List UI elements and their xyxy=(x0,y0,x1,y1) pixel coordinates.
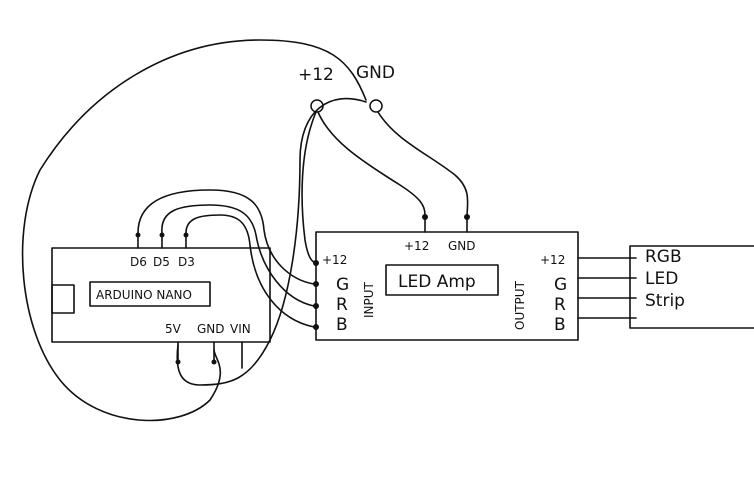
amp-output-pin-r: R xyxy=(554,295,566,315)
wire-d5-signal xyxy=(161,204,315,307)
amp-input-pin-g: G xyxy=(336,275,349,295)
wire-d3-signal xyxy=(185,214,315,328)
arduino-top-leads xyxy=(137,234,187,249)
amp-top-leads xyxy=(424,216,468,233)
power-gnd-label: GND xyxy=(356,63,395,83)
amp-output-label: OUTPUT xyxy=(513,280,527,330)
amp-input-pin-12v: +12 xyxy=(322,253,347,267)
power-gnd-terminal xyxy=(369,99,383,113)
gnd-solder-dot xyxy=(211,359,217,365)
arduino-pin-5v: 5V xyxy=(165,322,182,336)
wire-gnd-to-amp xyxy=(377,111,469,216)
arduino-pin-d5: D5 xyxy=(153,255,170,269)
input-r-solder-dot xyxy=(313,303,319,309)
strip-label-line-3: Strip xyxy=(645,291,685,311)
amp-input-pin-r: R xyxy=(336,295,348,315)
strip-label-line-2: LED xyxy=(645,269,678,289)
wire-d6-signal xyxy=(137,189,315,285)
rgb-led-strip: RGB LED Strip xyxy=(629,245,754,329)
input-g-solder-dot xyxy=(313,281,319,287)
strip-outline xyxy=(629,245,754,329)
arduino-pin-vin: VIN xyxy=(230,322,251,336)
wires xyxy=(21,39,637,422)
amp-top-pin-12v: +12 xyxy=(404,239,429,253)
strip-label-line-1: RGB xyxy=(645,247,682,267)
arduino-bottom-leads xyxy=(177,341,215,361)
arduino-pin-gnd: GND xyxy=(197,322,225,336)
led-amp: LED Amp +12 GND +12 G R B INPUT OUTPUT +… xyxy=(313,214,579,341)
power-12v-label: +12 xyxy=(298,65,334,85)
amp-top-pin-gnd: GND xyxy=(448,239,476,253)
arduino-name: ARDUINO NANO xyxy=(96,288,192,302)
input-12v-solder-dot xyxy=(313,260,319,266)
amp-output-pin-g: G xyxy=(554,275,567,295)
led-amp-name: LED Amp xyxy=(398,272,476,292)
input-b-solder-dot xyxy=(313,324,319,330)
5v-solder-dot xyxy=(175,359,181,365)
wire-12v-to-input xyxy=(301,111,317,264)
amp-output-pin-b: B xyxy=(554,315,566,335)
wire-12v-to-amp xyxy=(317,111,426,216)
amp-input-label: INPUT xyxy=(362,281,376,318)
led-amp-name-box xyxy=(385,264,499,296)
arduino-name-box xyxy=(89,281,211,307)
arduino-usb-port xyxy=(51,284,75,314)
power-terminals: +12 GND xyxy=(298,63,395,113)
arduino-pin-d3: D3 xyxy=(178,255,195,269)
amp-input-pin-b: B xyxy=(336,315,348,335)
wire-power-loop xyxy=(21,39,367,422)
arduino-pin-d6: D6 xyxy=(130,255,147,269)
arduino-nano: ARDUINO NANO D6 D5 D3 5V GND VIN xyxy=(51,232,271,365)
amp-output-pin-12v: +12 xyxy=(540,253,565,267)
